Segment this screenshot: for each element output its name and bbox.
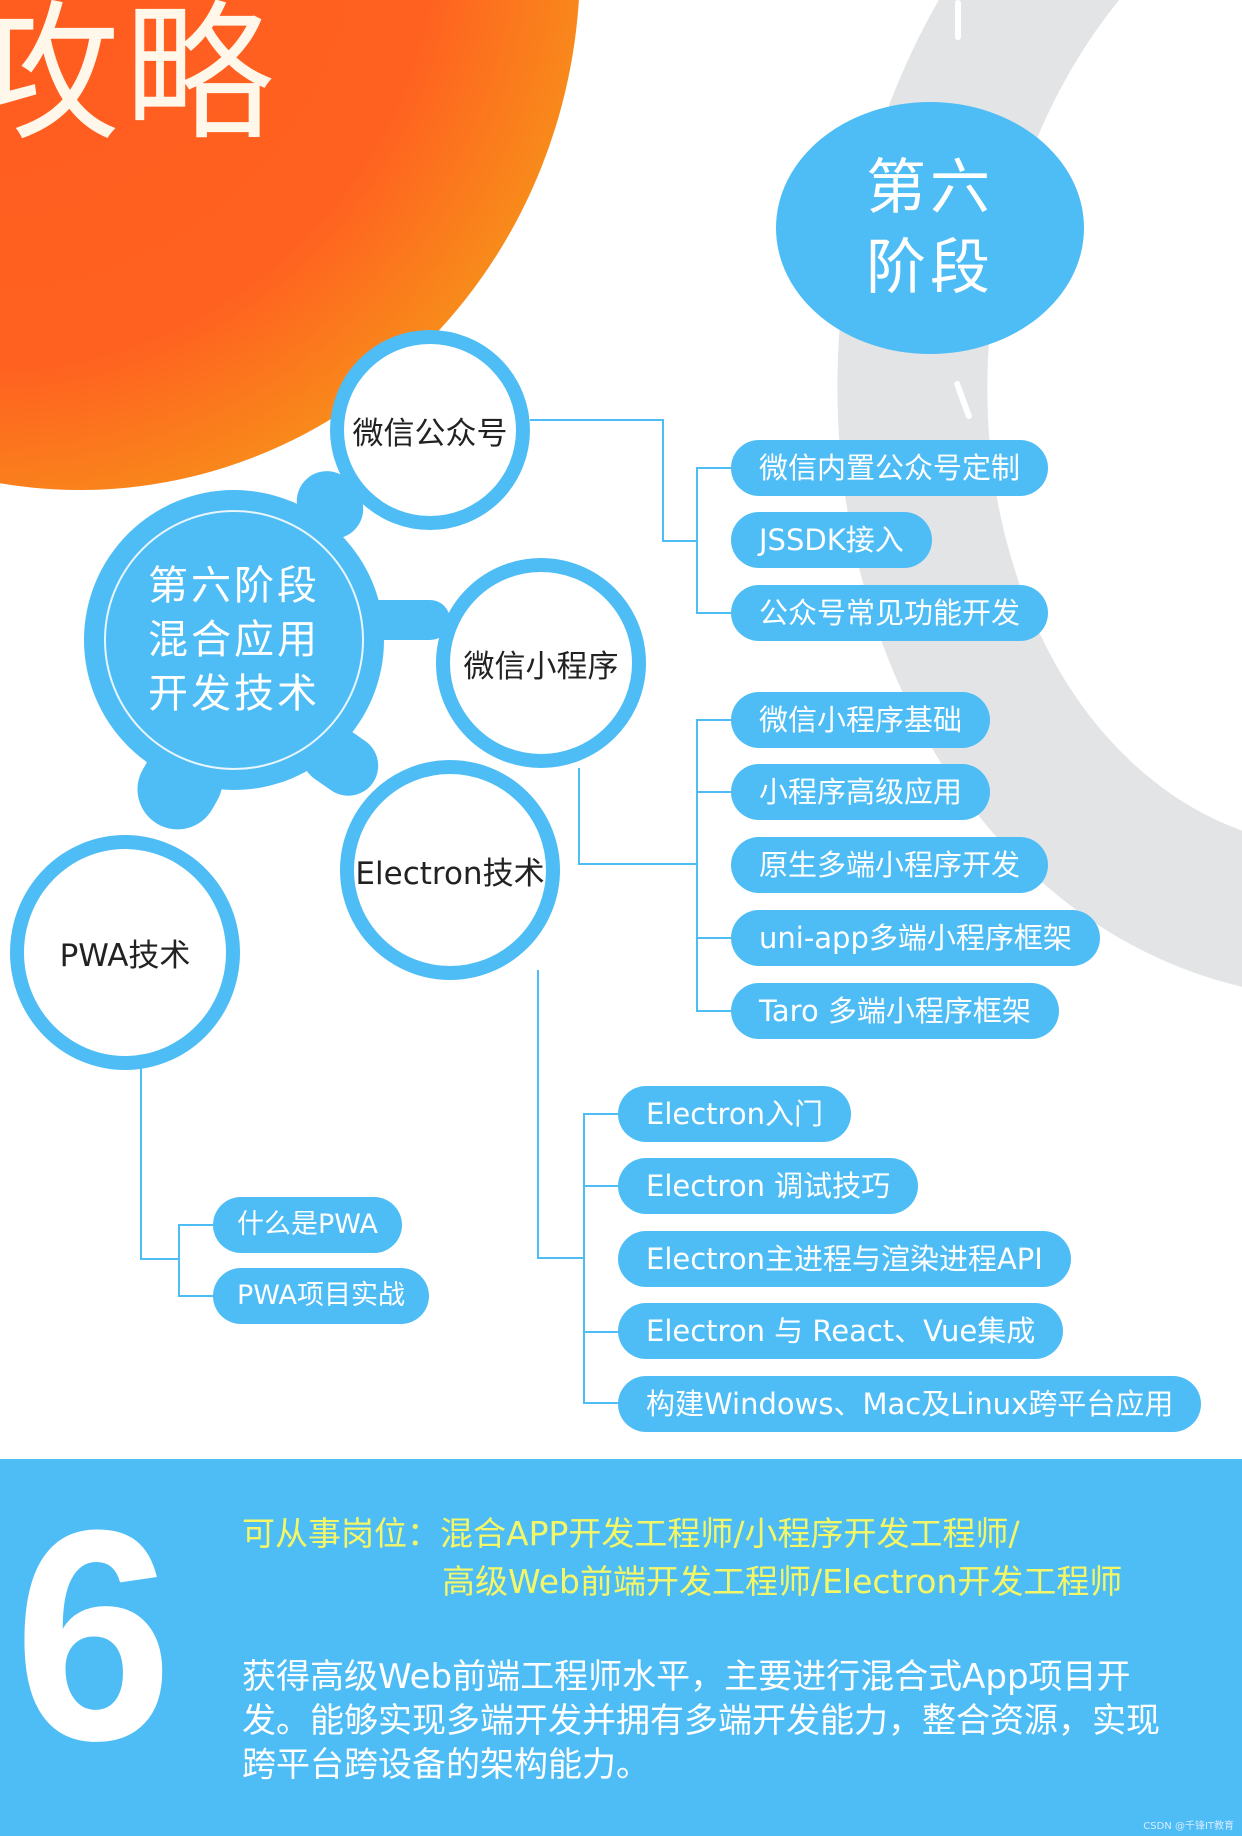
center-line3: 开发技术	[148, 671, 320, 717]
connector-line	[583, 1113, 619, 1115]
center-line1: 第六阶段	[148, 563, 320, 609]
connector-line	[583, 1113, 585, 1403]
job-positions: 可从事岗位：混合APP开发工程师/小程序开发工程师/ 高级Web前端开发工程师/…	[242, 1510, 1122, 1606]
topic-pill[interactable]: Electron主进程与渲染进程API	[618, 1231, 1071, 1287]
branch-node-electron[interactable]: Electron技术	[340, 760, 560, 980]
topic-pill[interactable]: 微信内置公众号定制	[731, 440, 1049, 496]
stage-badge: 第六 阶段	[776, 102, 1084, 354]
connector-line	[696, 719, 698, 1011]
topic-pill[interactable]: 公众号常见功能开发	[731, 585, 1049, 641]
road-dash	[955, 0, 961, 40]
connector-line	[696, 719, 732, 721]
connector-line	[696, 937, 732, 939]
topic-pill[interactable]: Taro 多端小程序框架	[731, 983, 1059, 1039]
topic-pill[interactable]: PWA项目实战	[213, 1268, 429, 1324]
connector-line	[178, 1224, 180, 1296]
branch-node-pwa[interactable]: PWA技术	[10, 835, 240, 1070]
connector-line	[696, 467, 732, 469]
topic-pill[interactable]: 构建Windows、Mac及Linux跨平台应用	[618, 1376, 1202, 1432]
watermark-credit: CSDN @千锋IT教育	[1143, 1821, 1234, 1832]
center-line2: 混合应用	[148, 617, 320, 663]
connector-line	[578, 863, 698, 865]
connector-line	[537, 1257, 585, 1259]
topic-pill[interactable]: 什么是PWA	[213, 1197, 402, 1253]
branch-label: 微信小程序	[463, 648, 619, 685]
job-positions-line1: 可从事岗位：混合APP开发工程师/小程序开发工程师/	[242, 1514, 1020, 1553]
topic-pill[interactable]: Electron 调试技巧	[618, 1158, 919, 1214]
connector-line	[530, 419, 664, 421]
stage-number: 6	[14, 1467, 173, 1803]
header-title-fragment: 攻略	[0, 0, 279, 162]
stage-badge-line2: 阶段	[866, 233, 994, 303]
topic-pill[interactable]: 微信小程序基础	[731, 692, 991, 748]
topic-pill[interactable]: JSSDK接入	[731, 512, 932, 568]
connector-line	[696, 1010, 732, 1012]
connector-line	[696, 612, 732, 614]
topic-pill[interactable]: Electron入门	[618, 1086, 851, 1142]
topic-pill[interactable]: uni-app多端小程序框架	[731, 910, 1100, 966]
connector-line	[537, 970, 539, 1258]
connector-line	[140, 1068, 142, 1260]
stage-badge-line1: 第六	[866, 153, 994, 223]
connector-line	[583, 1402, 619, 1404]
stage-description: 获得高级Web前端工程师水平，主要进行混合式App项目开发。能够实现多端开发并拥…	[242, 1657, 1160, 1785]
connector-line	[583, 1331, 619, 1333]
connector-line	[696, 791, 732, 793]
connector-line	[662, 419, 664, 541]
connector-line	[696, 467, 698, 613]
connector-line	[583, 1185, 619, 1187]
topic-pill[interactable]: Electron 与 React、Vue集成	[618, 1303, 1064, 1359]
connector-line	[178, 1224, 214, 1226]
topic-pill[interactable]: 原生多端小程序开发	[731, 837, 1049, 893]
job-positions-line2: 高级Web前端开发工程师/Electron开发工程师	[442, 1562, 1123, 1601]
branch-label: 微信公众号	[352, 415, 508, 452]
connector-line	[662, 540, 698, 542]
topic-pill[interactable]: 小程序高级应用	[731, 764, 991, 820]
branch-node-mini-program[interactable]: 微信小程序	[436, 558, 646, 768]
center-node: 第六阶段 混合应用 开发技术	[84, 490, 384, 790]
branch-label: Electron技术	[355, 855, 545, 892]
footer-panel	[0, 1459, 1242, 1836]
connector-line	[578, 768, 580, 864]
branch-label: PWA技术	[59, 938, 191, 974]
branch-node-wechat-official[interactable]: 微信公众号	[330, 330, 530, 530]
connector-line	[140, 1258, 180, 1260]
connector-line	[178, 1295, 214, 1297]
